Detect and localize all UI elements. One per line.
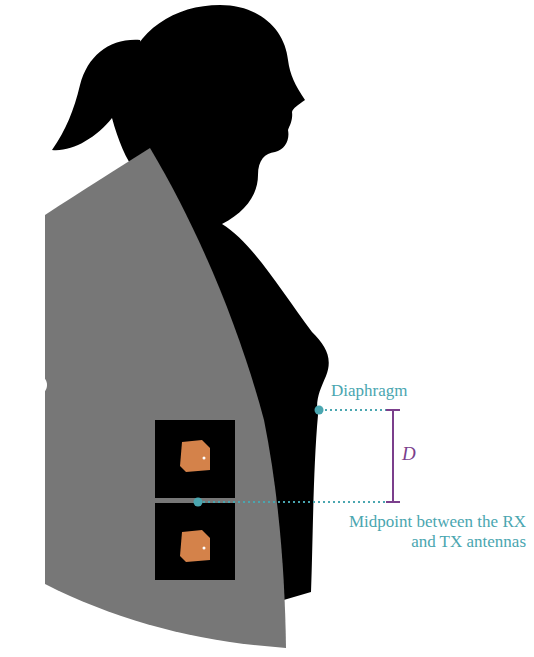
diaphragm-label: Diaphragm [331,381,481,401]
midpoint-label: Midpoint between the RX and TX antennas [336,512,526,552]
vest [45,148,286,648]
vest-notch [34,194,46,206]
dimension-label: D [402,444,432,464]
tx-antenna [180,530,210,562]
antenna-feed [203,547,206,550]
midpoint-dot [194,498,203,507]
vest-notch [25,374,47,396]
dimension-bracket [386,410,400,502]
antenna-panel [155,420,235,580]
diaphragm-dot [315,406,324,415]
antenna-feed [203,457,206,460]
leader-line [198,501,386,503]
rx-antenna [180,440,210,472]
leader-line [320,409,386,411]
